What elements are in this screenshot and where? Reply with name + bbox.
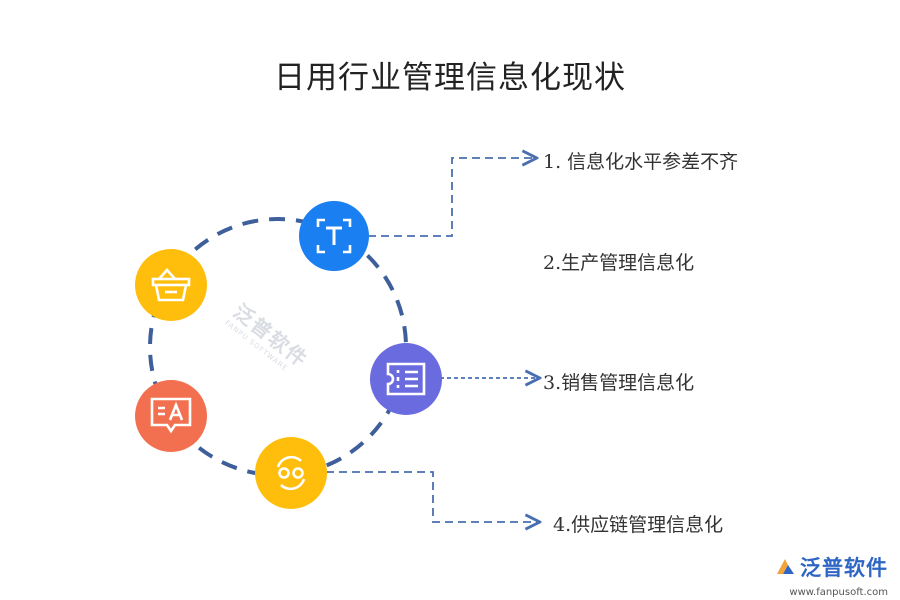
node-cycle	[255, 437, 327, 509]
node-basket	[135, 249, 207, 321]
item-label-4: 4.供应链管理信息化	[553, 514, 724, 536]
basket-icon	[151, 268, 191, 302]
text-frame-icon	[316, 218, 352, 254]
connector-4	[326, 471, 538, 522]
item-label-2: 2.生产管理信息化	[543, 252, 695, 274]
item-label-3: 3.销售管理信息化	[543, 372, 695, 394]
node-translate	[135, 380, 207, 452]
cycle-icon	[276, 455, 306, 491]
node-text	[299, 201, 369, 271]
brand-logo-icon	[777, 559, 794, 574]
brand-name: 泛普软件	[800, 556, 888, 580]
ticket-list-icon	[386, 362, 426, 396]
item-label-1: 1. 信息化水平参差不齐	[543, 151, 739, 173]
translate-icon	[150, 397, 192, 434]
brand-url: www.fanpusoft.com	[789, 587, 888, 598]
brand-logo: 泛普软件	[774, 552, 888, 582]
node-ticket	[370, 343, 442, 415]
connector-1	[368, 158, 535, 237]
page-title: 日用行业管理信息化现状	[274, 60, 626, 96]
